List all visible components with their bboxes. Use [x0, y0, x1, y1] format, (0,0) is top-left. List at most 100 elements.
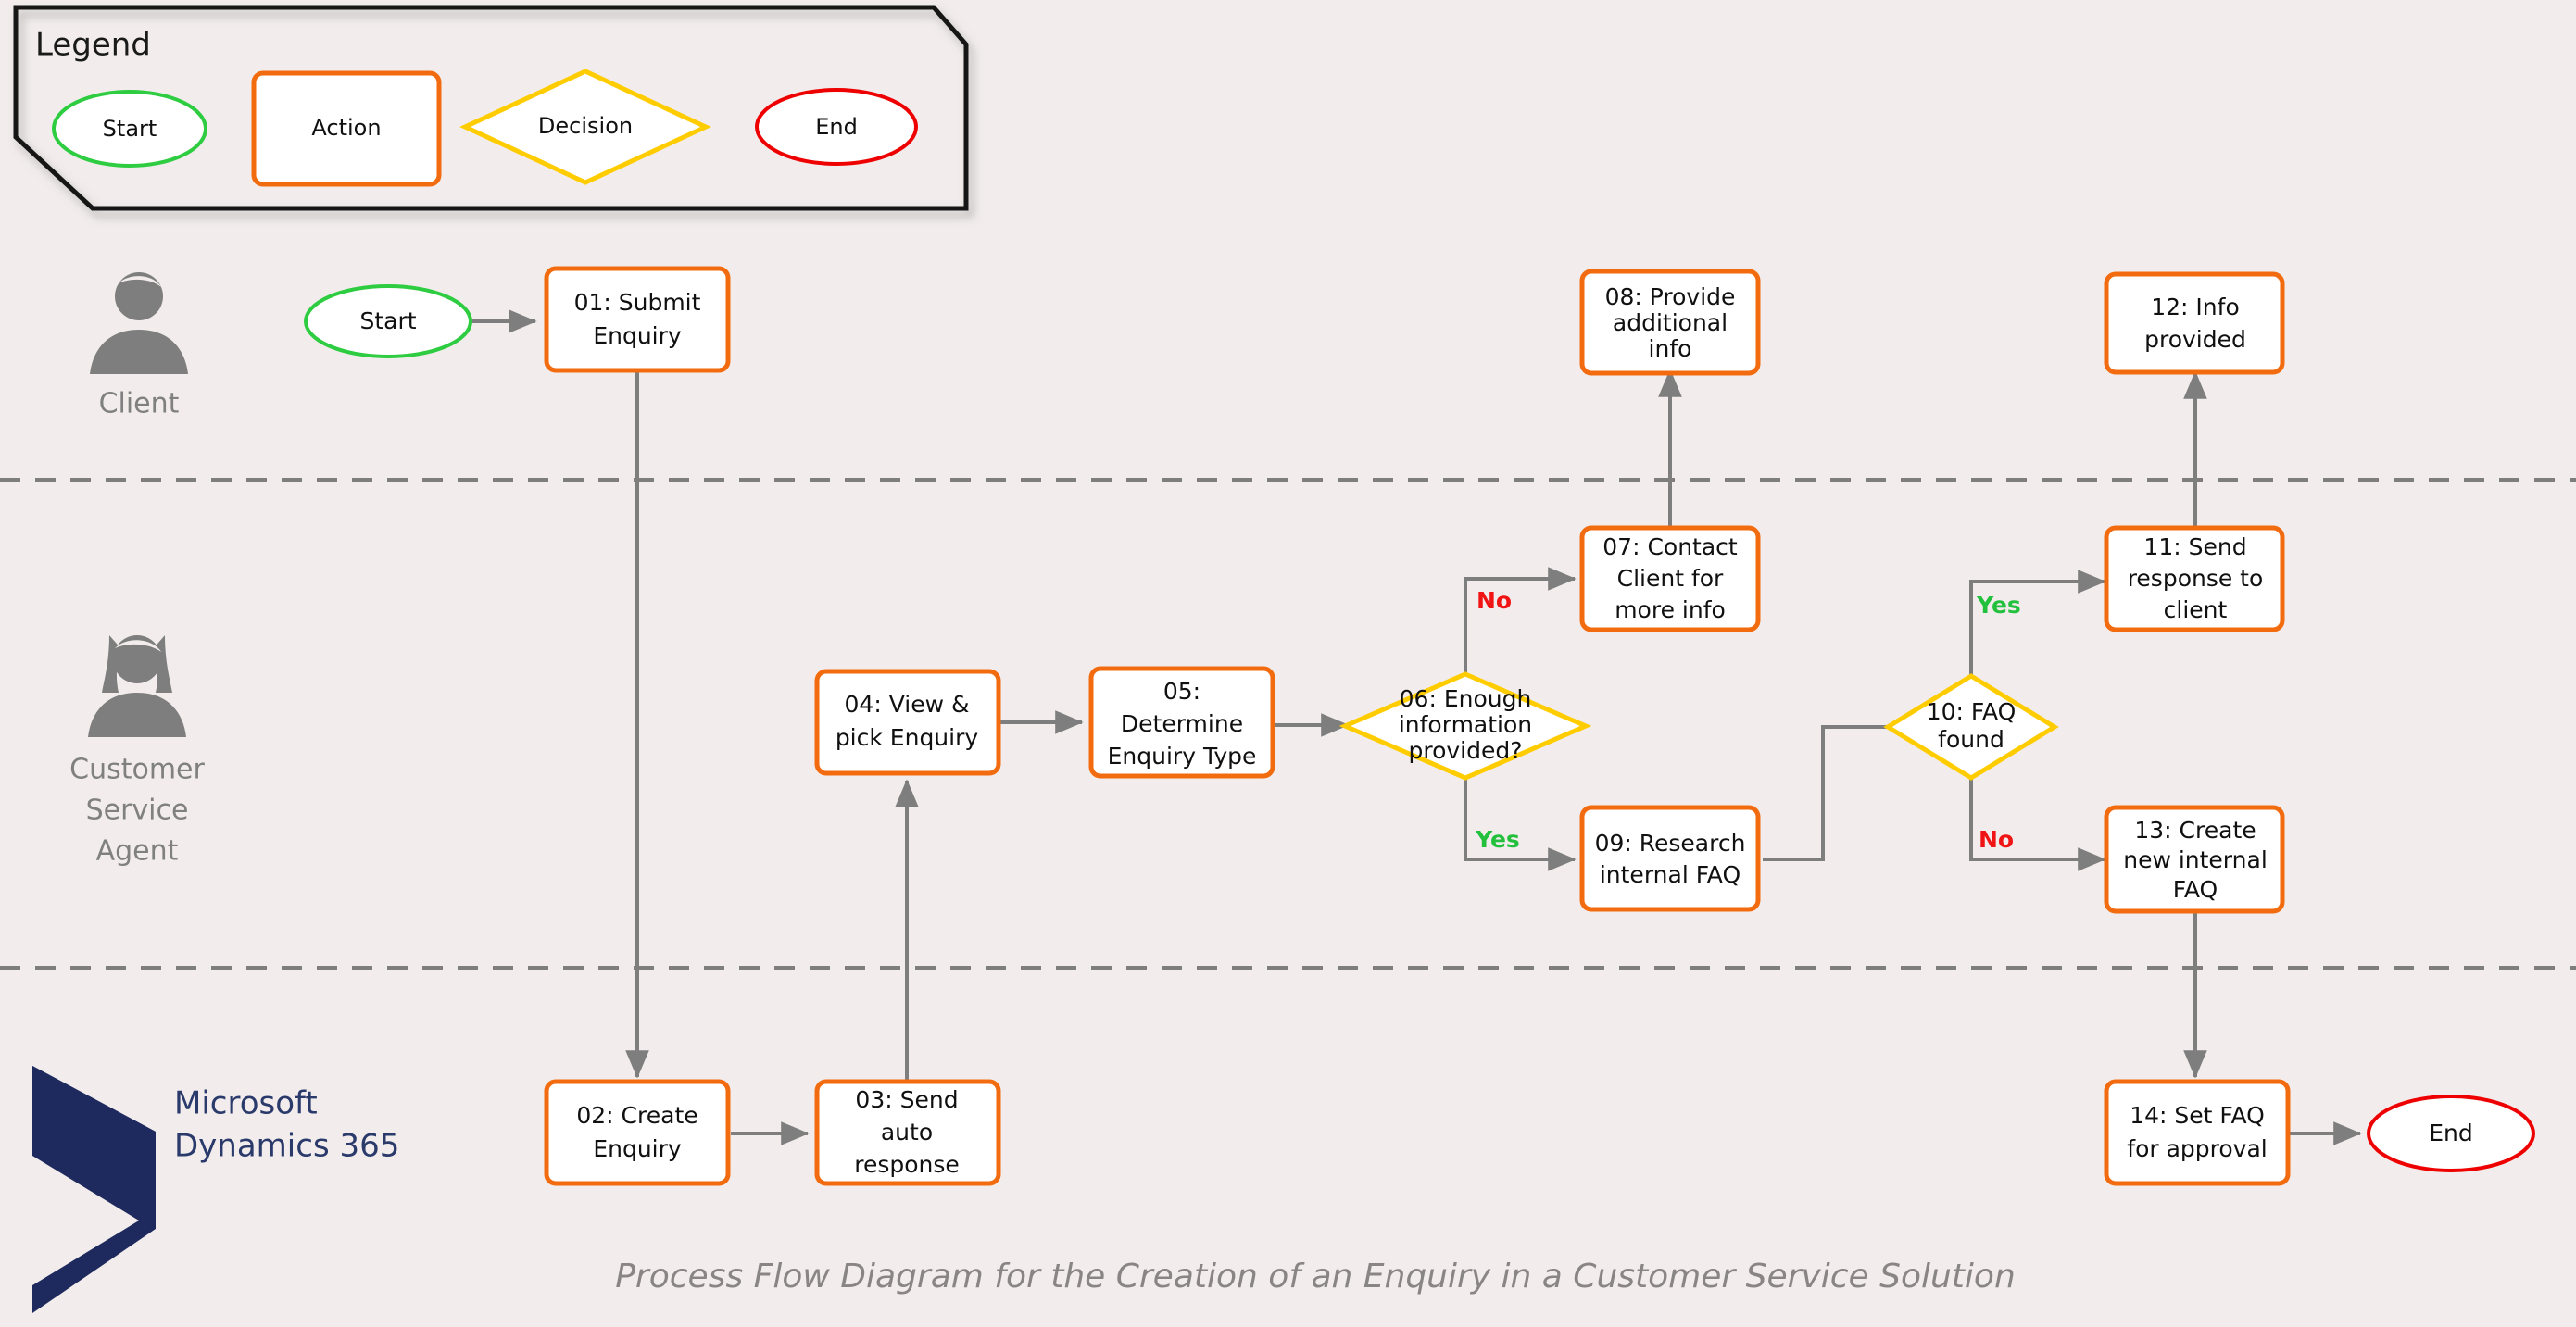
node-n06-label-line-3: provided?: [1408, 737, 1522, 764]
node-n14-label-line-1: 14: Set FAQ: [2130, 1102, 2265, 1129]
node-n01-label-line-2: Enquiry: [593, 322, 682, 349]
node-n12-shape: [2104, 271, 2285, 375]
node-n08-shape: [1579, 269, 1761, 376]
node-n05-shape: [1088, 666, 1275, 779]
node-n10[interactable]: 10: FAQ found: [1883, 673, 2059, 781]
node-n13-label-line-2: new internal: [2123, 846, 2268, 873]
lane-label-agent-line-1: Customer: [69, 754, 205, 786]
node-n08[interactable]: 08: Provide additional info: [1579, 269, 1761, 376]
node-n08-label-line-3: info: [1649, 335, 1692, 362]
node-n12-label-line-1: 12: Info: [2151, 294, 2240, 320]
action-rect-icon: [251, 70, 442, 187]
lane-header-client: Client: [90, 272, 188, 420]
branch-label-n06-no: No: [1476, 587, 1512, 614]
legend-panel: Legend Start Action Decision End: [13, 5, 969, 211]
node-n01-shape: [544, 266, 731, 373]
node-n05[interactable]: 05: Determine Enquiry Type: [1088, 666, 1275, 779]
lane-label-agent-line-3: Agent: [96, 835, 179, 868]
lane-label-client: Client: [99, 388, 180, 420]
node-n06[interactable]: 06: Enough information provided?: [1338, 671, 1592, 781]
legend-item-start-label: Start: [103, 116, 157, 142]
node-end-label: End: [2429, 1120, 2473, 1146]
node-n07-label-line-2: Client for: [1617, 565, 1724, 592]
end-ellipse-icon: [755, 88, 918, 166]
person-female-icon: [88, 635, 186, 737]
person-male-icon: [90, 272, 188, 374]
node-n04[interactable]: 04: View & pick Enquiry: [814, 669, 1001, 776]
node-n12[interactable]: 12: Info provided: [2104, 271, 2285, 375]
node-n08-label-line-1: 08: Provide: [1605, 283, 1736, 310]
node-n02[interactable]: 02: Create Enquiry: [544, 1079, 731, 1186]
legend-item-decision: Decision: [459, 69, 711, 185]
node-n06-label-line-1: 06: Enough: [1400, 685, 1532, 712]
branch-label-n10-no: No: [1979, 826, 2014, 853]
node-n10-label-line-2: found: [1938, 726, 2004, 753]
dynamics-365-logo-icon: [32, 1066, 156, 1313]
node-n13-label-line-3: FAQ: [2173, 876, 2218, 903]
brand-label-line-1: Microsoft: [174, 1085, 318, 1122]
lane-label-agent-line-2: Service: [86, 795, 189, 827]
node-n05-label-line-3: Enquiry Type: [1108, 743, 1257, 770]
node-start-label: Start: [359, 307, 416, 334]
start-ellipse-icon: [304, 284, 472, 358]
diagram-caption: Process Flow Diagram for the Creation of…: [615, 1258, 2016, 1296]
node-n06-shape: [1338, 671, 1592, 781]
node-n06-label-line-2: information: [1399, 711, 1532, 738]
node-n02-label-line-2: Enquiry: [593, 1135, 682, 1162]
connector-layer: [471, 309, 2362, 1145]
lane-header-agent: Customer Service Agent: [69, 635, 206, 868]
node-n13-label-line-1: 13: Create: [2134, 817, 2256, 844]
node-n04-shape: [814, 669, 1001, 776]
edge-n06-to-n09: [1464, 778, 1577, 871]
decision-diamond-icon: [459, 69, 711, 185]
node-n07-label-line-1: 07: Contact: [1602, 533, 1738, 560]
legend-item-action: Action: [251, 70, 442, 187]
legend-item-start: Start: [52, 90, 207, 168]
edge-n10-to-n11: [1969, 570, 2106, 676]
node-n02-shape: [544, 1079, 731, 1186]
node-n09-label-line-1: 09: Research: [1595, 830, 1746, 857]
node-n11-label-line-1: 11: Send: [2143, 533, 2246, 560]
node-n04-label-line-1: 04: View &: [845, 691, 970, 718]
legend-item-action-label: Action: [311, 115, 381, 141]
node-n07-shape: [1579, 525, 1761, 632]
node-n01[interactable]: 01: Submit Enquiry: [544, 266, 731, 373]
node-n09[interactable]: 09: Research internal FAQ: [1579, 805, 1761, 912]
branch-label-n10-yes: Yes: [1976, 592, 2021, 619]
node-n14-label-line-2: for approval: [2127, 1135, 2267, 1162]
node-n03[interactable]: 03: Send auto response: [814, 1079, 1001, 1186]
node-start[interactable]: Start: [304, 284, 472, 358]
node-n01-label-line-1: 01: Submit: [574, 289, 701, 316]
node-n03-label-line-1: 03: Send: [855, 1086, 958, 1113]
end-ellipse-icon: [2367, 1095, 2535, 1172]
node-n07[interactable]: 07: Contact Client for more info: [1579, 525, 1761, 632]
node-n13-shape: [2104, 805, 2285, 914]
branch-label-n06-yes: Yes: [1475, 826, 1520, 853]
brand-label-line-2: Dynamics 365: [174, 1128, 399, 1165]
node-n09-shape: [1579, 805, 1761, 912]
start-ellipse-icon: [52, 90, 207, 168]
node-n09-label-line-2: internal FAQ: [1600, 861, 1740, 888]
node-n02-label-line-1: 02: Create: [576, 1102, 697, 1129]
legend-item-decision-label: Decision: [538, 113, 633, 139]
node-n11-label-line-2: response to: [2128, 565, 2264, 592]
edge-n06-to-n07: [1464, 567, 1577, 674]
node-n03-label-line-2: auto: [881, 1119, 933, 1145]
edge-n09-to-n10: [1763, 715, 1940, 861]
node-end[interactable]: End: [2367, 1095, 2535, 1172]
node-n03-shape: [814, 1079, 1001, 1186]
node-n14[interactable]: 14: Set FAQ for approval: [2104, 1079, 2291, 1186]
edge-n10-to-n13: [1969, 778, 2106, 871]
node-n11-shape: [2104, 525, 2285, 632]
node-n10-shape: [1883, 673, 2059, 781]
node-n11[interactable]: 11: Send response to client: [2104, 525, 2285, 632]
node-n12-label-line-2: provided: [2144, 326, 2246, 353]
node-n03-label-line-3: response: [854, 1151, 960, 1178]
node-n11-label-line-3: client: [2164, 596, 2228, 623]
node-n10-label-line-1: 10: FAQ: [1927, 698, 2017, 725]
node-n13[interactable]: 13: Create new internal FAQ: [2104, 805, 2285, 914]
node-n05-label-line-1: 05:: [1163, 678, 1200, 705]
node-n14-shape: [2104, 1079, 2291, 1186]
legend-item-end: End: [755, 88, 918, 166]
